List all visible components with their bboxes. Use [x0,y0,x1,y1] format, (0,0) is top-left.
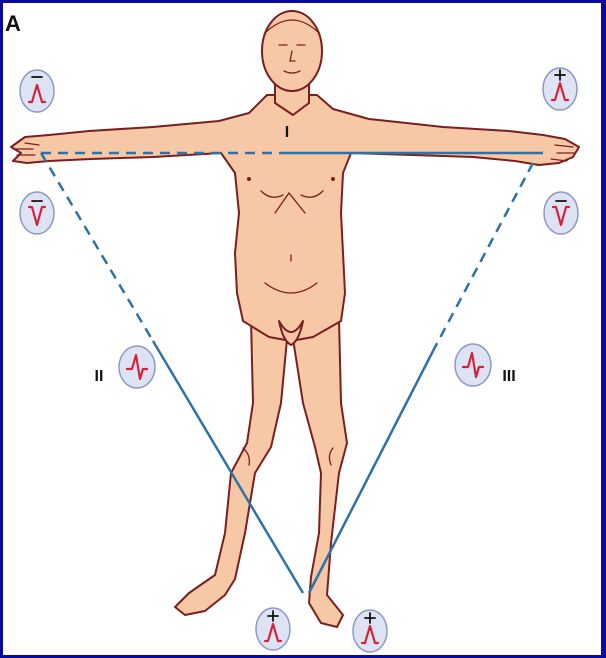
lead-i-label: I [285,124,289,141]
human-body-figure [11,11,579,627]
electrode-badge-lead-iii-left-leg [353,610,387,652]
lead-ii-negative-half [41,153,153,341]
electrode-badge-lead-ii-right-arm [20,192,54,234]
figure-frame: A I II III [3,3,601,655]
left-leg-right-side [175,319,287,615]
electrode-badge-lead-iii-mid [455,344,491,386]
lead-iii-negative-half [433,163,533,351]
electrode-badge-lead-iii-left-arm [544,192,578,234]
badge-background [20,192,54,234]
lead-ii-label: II [95,368,104,385]
badge-background [544,192,578,234]
nipple-right [247,177,251,181]
einthoven-triangle-diagram: A I II III [3,3,601,655]
nipple-left [331,177,335,181]
electrode-badge-lead-ii-mid [119,346,155,388]
electrode-badge-lead-ii-left-leg [256,608,290,650]
torso-and-arms [11,95,579,341]
lead-iii-label: III [502,368,515,385]
panel-letter: A [5,11,21,36]
left-leg-left-side [293,319,347,627]
electrode-badge-lead-i-right-arm [20,70,54,112]
electrode-badge-lead-i-left-arm [543,68,577,110]
